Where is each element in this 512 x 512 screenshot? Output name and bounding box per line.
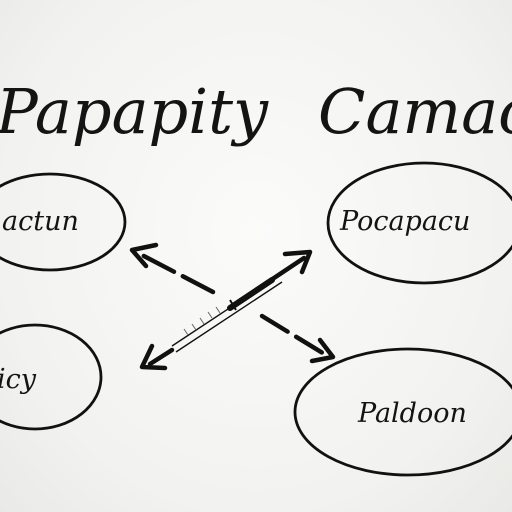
node-top-left: actun <box>0 172 127 272</box>
arrow-to-bottom-right-head <box>309 337 336 364</box>
title-left: Papapity <box>0 75 269 148</box>
node-top-right-ellipse <box>326 161 512 285</box>
node-bottom-right-ellipse <box>293 347 512 477</box>
title-right: Camacu <box>318 75 512 148</box>
arrow-to-top-right-head <box>282 249 313 275</box>
arrow-to-bottom-right <box>259 313 336 364</box>
arrow-to-bottom-left <box>139 275 283 371</box>
node-top-right: Pocapacu <box>326 161 512 285</box>
arrow-to-top-left <box>129 242 216 295</box>
node-top-left-ellipse <box>0 172 127 272</box>
node-bottom-left-ellipse <box>0 323 103 431</box>
arrow-to-bottom-left-shaft <box>147 347 175 367</box>
node-bottom-left: icy <box>0 323 103 431</box>
arrow-to-top-left-head <box>129 242 159 269</box>
node-top-left-label: actun <box>2 206 79 237</box>
node-bottom-left-label: icy <box>0 364 37 395</box>
arrow-to-bottom-right-shaft <box>259 313 329 358</box>
node-bottom-right-label: Paldoon <box>357 398 467 429</box>
node-top-right-label: Pocapacu <box>339 206 470 237</box>
arrow-to-bottom-left-head <box>139 343 168 371</box>
pen-shaft <box>171 275 283 353</box>
node-bottom-right: Paldoon <box>293 347 512 477</box>
arrow-to-top-left-shaft <box>137 251 216 295</box>
